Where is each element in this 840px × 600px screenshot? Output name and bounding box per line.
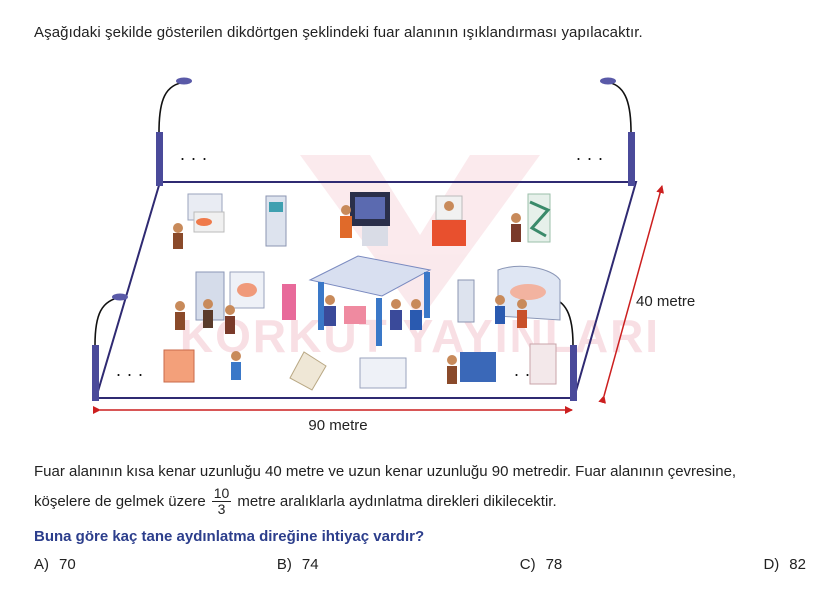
dots-top-right: ... — [576, 144, 609, 164]
answer-options: A) 70 B) 74 C) 78 D) 82 — [34, 556, 806, 573]
booth-desk — [432, 195, 466, 246]
question-text: Buna göre kaç tane aydınlatma direğine i… — [34, 528, 425, 545]
option-a[interactable]: A) 70 — [34, 556, 76, 573]
option-c[interactable]: C) 78 — [520, 556, 563, 573]
watermark: KORKUT YAYINLARI — [180, 155, 658, 362]
booth-right-wall — [495, 265, 561, 328]
light-pole — [156, 77, 192, 186]
dots-bottom-left: ... — [116, 360, 149, 380]
booth-screen — [340, 192, 390, 246]
dots-top-left: ... — [180, 144, 213, 164]
booth-bottom-items — [163, 343, 557, 391]
option-value: 74 — [301, 556, 319, 573]
option-letter: A) — [34, 556, 49, 573]
option-letter: C) — [519, 556, 536, 573]
problem-paragraph: Fuar alanının kısa kenar uzunluğu 40 met… — [34, 458, 824, 517]
fraction-numerator: 10 — [211, 485, 232, 502]
side-length-label: 40 metre — [636, 293, 695, 310]
option-letter: B) — [276, 556, 292, 573]
paragraph-line-1: Fuar alanının kısa kenar uzunluğu 40 met… — [34, 463, 737, 480]
booth-left-stand — [175, 271, 265, 334]
fraction-denominator: 3 — [217, 501, 226, 517]
intro-text: Aşağıdaki şekilde gösterilen dikdörtgen … — [34, 24, 643, 41]
paragraph-line-2-before: köşelere de gelmek üzere — [34, 492, 206, 510]
fraction: 10 3 — [211, 485, 232, 517]
light-pole — [92, 293, 128, 401]
bottom-length-label: 90 metre — [308, 417, 367, 434]
booth-kiosk — [265, 195, 287, 247]
paragraph-line-2: köşelere de gelmek üzere 10 3 metre aral… — [34, 486, 824, 517]
depth-arrow — [598, 185, 664, 404]
option-d[interactable]: D) 82 — [763, 556, 806, 573]
booth-reception — [173, 193, 225, 249]
option-value: 82 — [789, 556, 806, 573]
option-b[interactable]: B) 74 — [277, 556, 319, 573]
light-pole — [600, 77, 635, 186]
paragraph-line-2-after: metre aralıklarla aydınlatma direkleri d… — [237, 492, 557, 510]
booth-center-pavilion — [308, 255, 432, 346]
booth-banner — [511, 193, 551, 243]
option-value: 78 — [545, 556, 563, 573]
option-value: 70 — [59, 556, 76, 573]
booth-brochure-rack — [282, 279, 475, 323]
fair-area-figure: KORKUT YAYINLARI ... ... ... ... — [92, 77, 695, 434]
option-letter: D) — [763, 556, 780, 573]
